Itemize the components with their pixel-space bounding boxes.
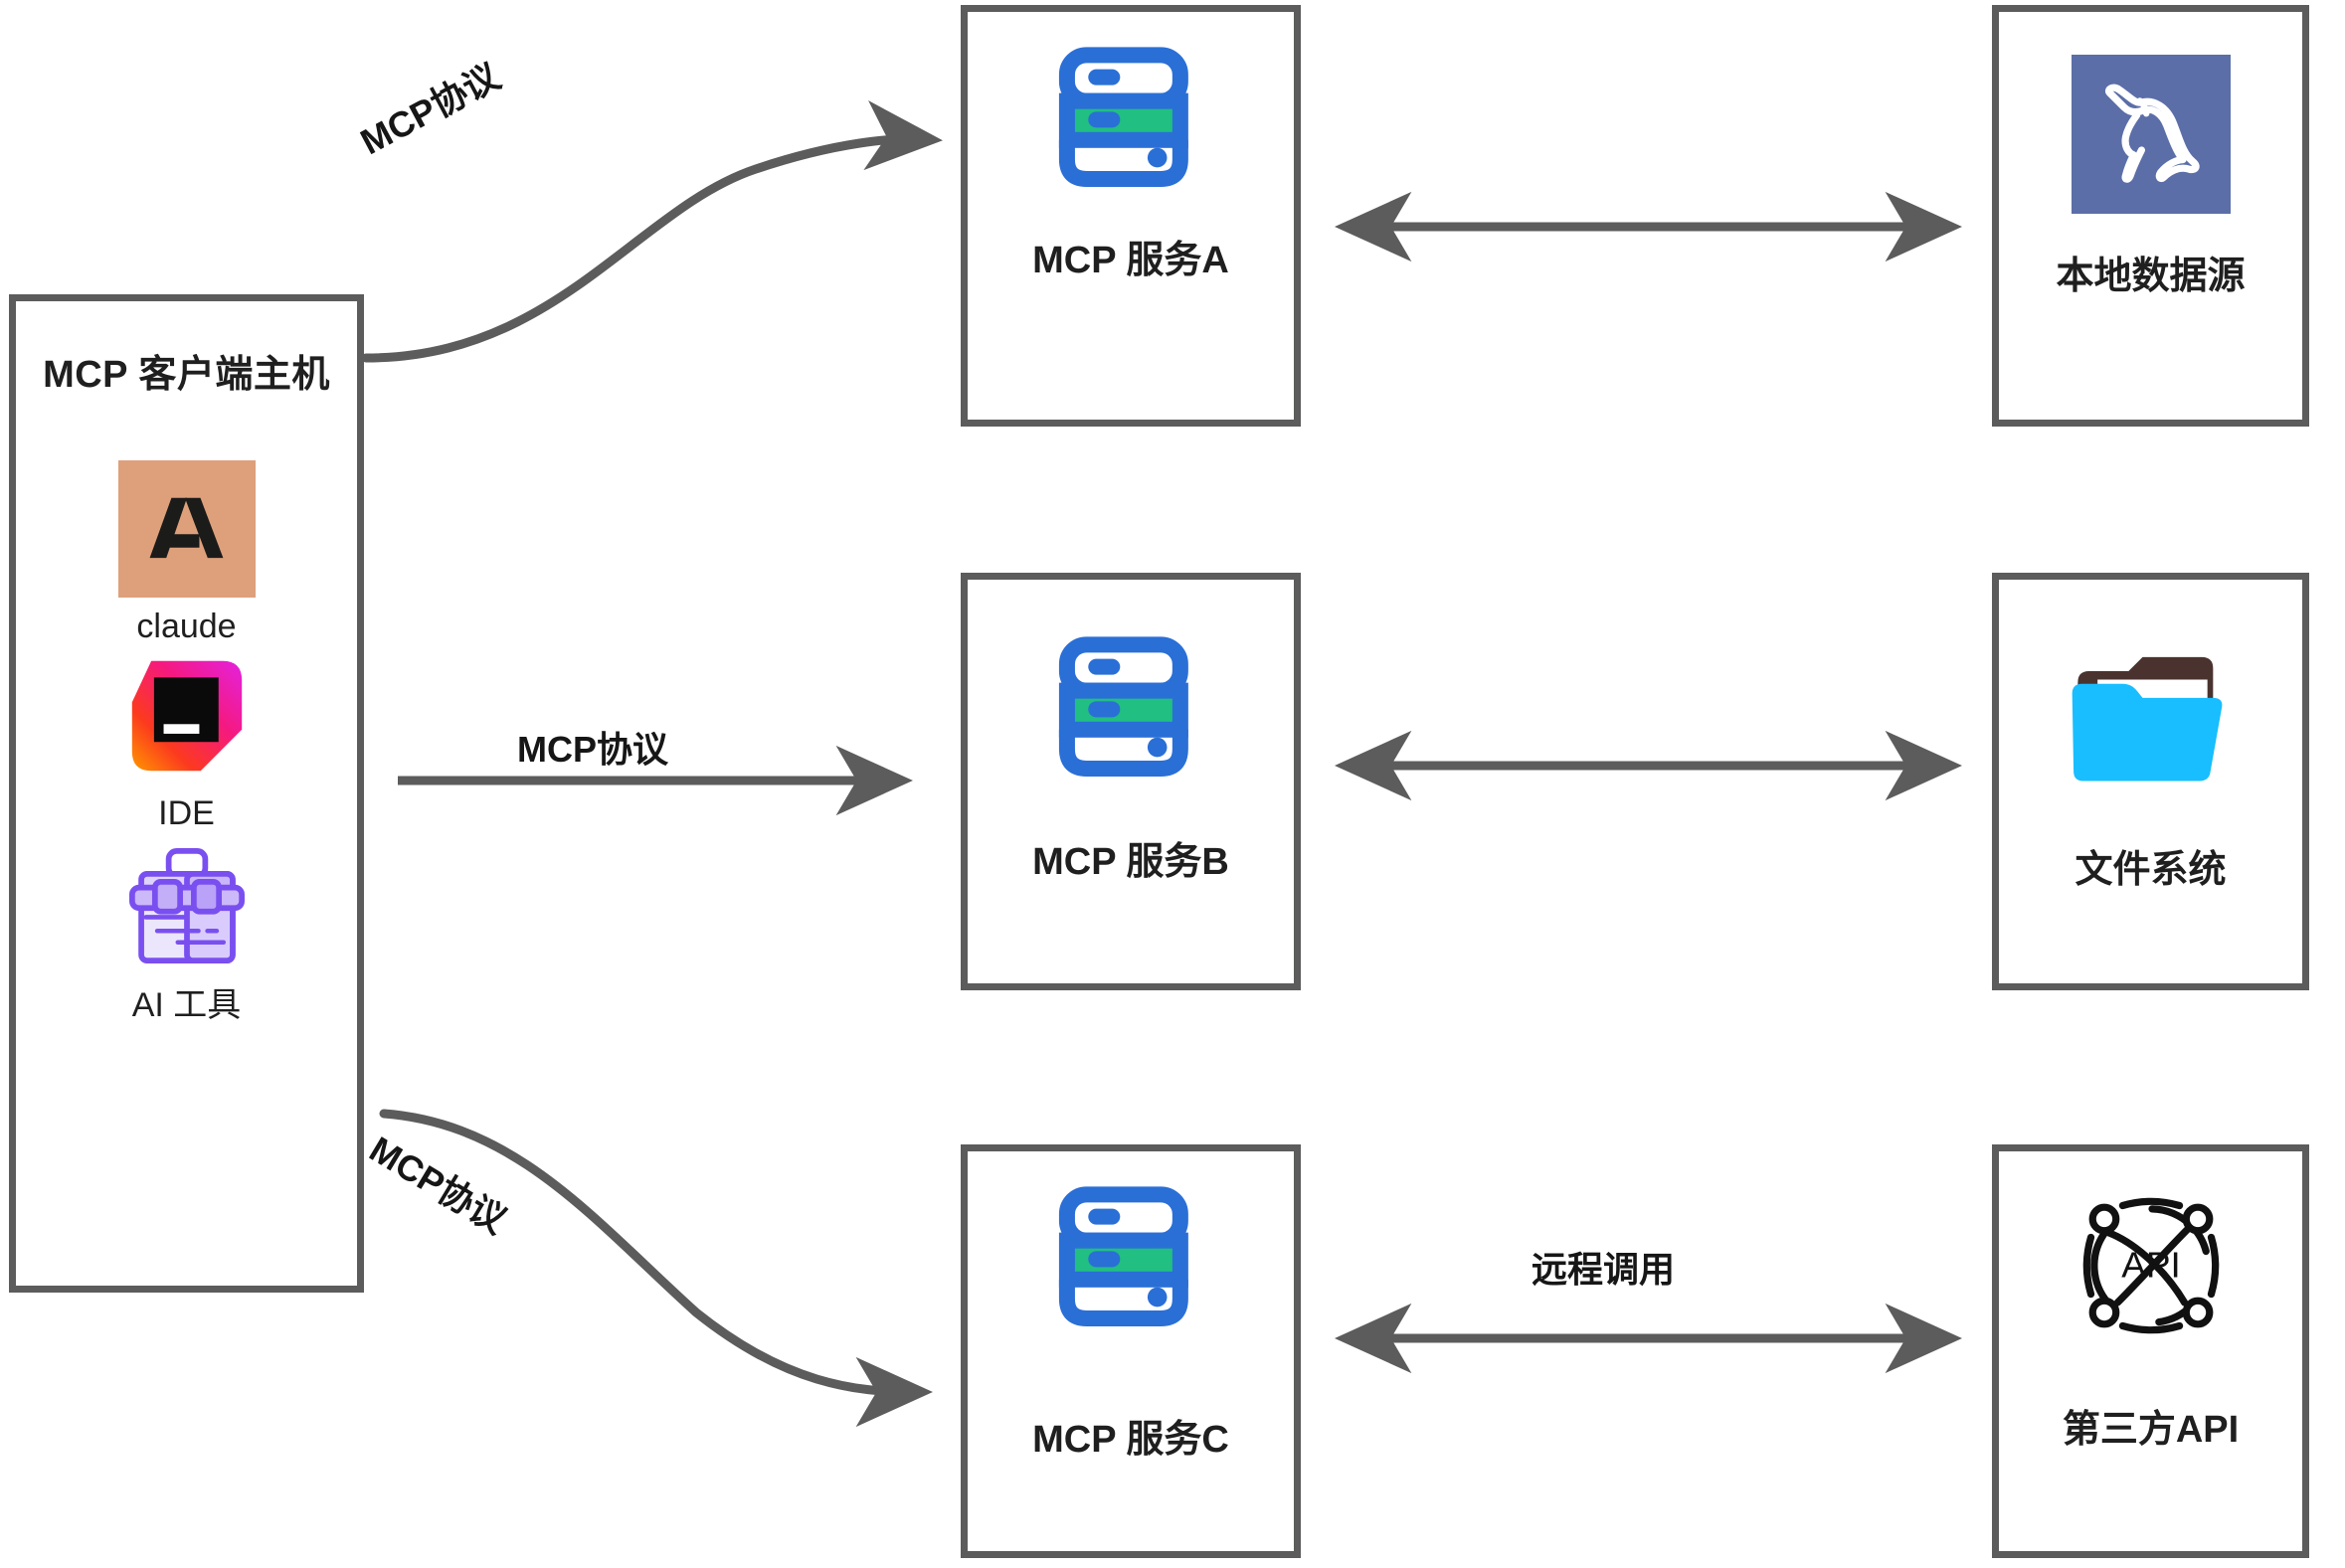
mcp-server-c-label: MCP 服务C [1032,1419,1229,1461]
third-party-api-box[interactable]: API 第三方API [1992,1144,2309,1558]
server-rack-icon [1042,34,1219,211]
client-item-label-ide: IDE [158,794,215,832]
edge-label-mcp-protocol-b: MCP协议 [517,729,668,770]
svg-text:API: API [2121,1245,2181,1286]
client-item-label-claude: claude [136,608,237,645]
api-network-icon: API [2067,1181,2236,1350]
mcp-server-c-box[interactable]: MCP 服务C [961,1144,1301,1558]
local-data-source-label: 本地数据源 [2056,256,2246,297]
mcp-server-a-label: MCP 服务A [1032,240,1229,281]
third-party-api-label: 第三方API [2062,1409,2240,1451]
open-folder-icon [2067,637,2236,806]
server-rack-icon [1042,1173,1219,1350]
mcp-server-b-label: MCP 服务B [1032,841,1229,883]
client-item-ide[interactable]: IDE [16,647,357,833]
client-item-ai-tools[interactable]: AI 工具 [16,844,357,1026]
mysql-dolphin-icon [2067,50,2236,219]
edge-label-mcp-protocol-c: MCP协议 [362,1128,514,1242]
mcp-server-a-box[interactable]: MCP 服务A [961,5,1301,427]
file-system-box[interactable]: 文件系统 [1992,573,2309,990]
server-rack-icon [1042,623,1219,800]
edge-client-to-serverA [361,100,943,363]
client-item-label-ai-tools: AI 工具 [131,986,242,1024]
local-data-source-box[interactable]: 本地数据源 [1992,5,2309,427]
claude-logo-icon [117,460,256,598]
file-system-label: 文件系统 [2074,849,2227,891]
edge-label-remote-call: 远程调用 [1532,1249,1676,1290]
edge-label-mcp-protocol-a: MCP协议 [353,55,507,163]
client-host-box[interactable]: MCP 客户端主机 claude [9,294,364,1293]
mcp-server-b-box[interactable]: MCP 服务B [961,573,1301,990]
toolbox-icon [118,844,256,967]
client-host-title: MCP 客户端主机 [43,354,330,396]
edge-client-to-serverC [379,1109,934,1428]
client-item-claude[interactable]: claude [16,460,357,646]
jetbrains-ide-icon [118,647,256,784]
